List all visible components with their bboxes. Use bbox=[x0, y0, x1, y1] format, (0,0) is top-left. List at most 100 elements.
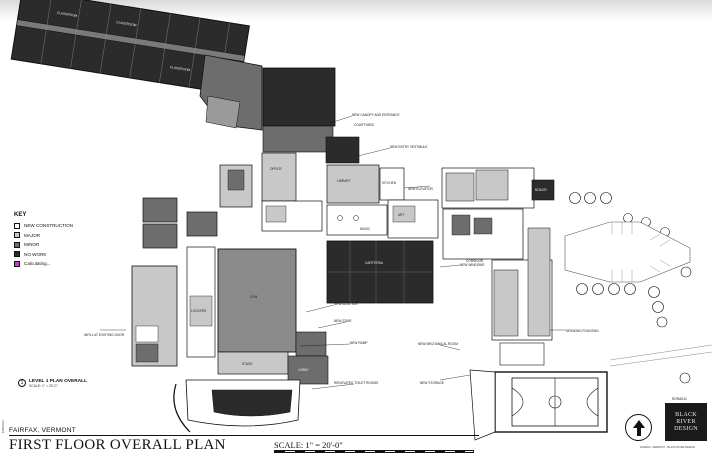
label-gym: GYM bbox=[250, 295, 258, 299]
callout-10: NEW STORAGE bbox=[420, 381, 444, 385]
stage-room bbox=[217, 351, 289, 375]
label-music: MUSIC bbox=[360, 227, 371, 231]
library-room bbox=[326, 164, 380, 204]
new-gym-connector bbox=[469, 369, 496, 441]
new-gym-court bbox=[494, 371, 608, 433]
callout-6: NEW RAMP bbox=[350, 341, 368, 345]
courtyard-dark-room bbox=[325, 136, 360, 164]
classroom-west-1 bbox=[142, 197, 178, 223]
legend-swatch-minor bbox=[14, 241, 20, 248]
plan-reference: 1 LEVEL 1 PLAN OVERALL SCALE: 1" = 20'-0… bbox=[18, 379, 87, 388]
legend-item-major: MAJOR bbox=[14, 231, 104, 241]
label-lockers: LOCKERS bbox=[191, 309, 206, 313]
legend-item-calculating: Calculating... bbox=[14, 259, 104, 269]
wing-label-classroom: CLASSROOM bbox=[57, 11, 78, 18]
legend-label: MAJOR bbox=[24, 232, 41, 238]
legend-swatch-calculating bbox=[14, 260, 20, 267]
east-stair bbox=[499, 342, 545, 366]
lobby-entry bbox=[287, 355, 329, 385]
corridor-inner-minor bbox=[265, 205, 287, 223]
callout-2: NEW ENTRY VESTIBULE bbox=[390, 145, 427, 149]
callout-leaders bbox=[100, 115, 566, 390]
site-path-east bbox=[609, 344, 712, 367]
auditorium-curved-wall bbox=[173, 383, 191, 433]
legend-swatch-major bbox=[14, 232, 20, 239]
north-arrow-icon bbox=[625, 414, 652, 441]
parking-stripes bbox=[611, 222, 671, 282]
kitchen-room bbox=[379, 167, 405, 201]
sheet-side-mark: EDRA011 bbox=[1, 420, 5, 434]
wing-label-classroom-2: CLASSROOM bbox=[116, 20, 137, 27]
north-arrow-glyph-icon bbox=[632, 419, 645, 436]
small-room-west bbox=[186, 211, 218, 237]
tree-15 bbox=[679, 372, 691, 384]
label-art: ART bbox=[398, 213, 404, 217]
west-wing-inner-1 bbox=[135, 325, 159, 343]
sheet-scale: SCALE: 1" = 20'-0" bbox=[274, 440, 343, 450]
court-center-circle bbox=[548, 395, 562, 409]
tree-11 bbox=[680, 266, 692, 278]
legend-item-minor: MINOR bbox=[14, 240, 104, 250]
lockers-minor bbox=[189, 295, 213, 327]
legend-label: Calculating... bbox=[24, 261, 51, 267]
court-key-right bbox=[586, 387, 599, 417]
legend-swatch-new-construction bbox=[14, 222, 20, 229]
office-suite bbox=[261, 152, 297, 202]
tree-5 bbox=[592, 283, 604, 295]
callout-9: NEW MECHANICAL ROOM bbox=[418, 342, 458, 346]
wing-label-classroom-3: CLASSROOM bbox=[170, 65, 191, 72]
legend-item-no-work: NO WORK bbox=[14, 250, 104, 260]
east-wing-room-2 bbox=[527, 227, 551, 337]
site-trees bbox=[569, 192, 692, 384]
label-library: LIBRARY bbox=[337, 179, 351, 183]
firm-logo-line-1: BLACK bbox=[675, 411, 697, 418]
plan-reference-number: 1 bbox=[18, 379, 26, 387]
northwest-wing: CLASSROOM CLASSROOM CLASSROOM bbox=[10, 0, 250, 96]
wing-room-grid bbox=[40, 0, 230, 92]
east-minor-room-1 bbox=[445, 172, 475, 202]
sheet-number: EDRA011 bbox=[672, 397, 687, 401]
label-courtyard: COURTYARD bbox=[354, 123, 375, 127]
gym-room bbox=[217, 248, 297, 353]
tree-1 bbox=[569, 192, 581, 204]
small-dark-room bbox=[227, 169, 245, 191]
plan-reference-title: LEVEL 1 PLAN OVERALL bbox=[29, 379, 88, 384]
wing-connector-stairs bbox=[205, 95, 241, 129]
tree-8 bbox=[648, 286, 660, 298]
title-rule bbox=[9, 435, 479, 436]
north-classroom-block bbox=[262, 67, 336, 127]
legend-title: KEY bbox=[14, 212, 27, 218]
callout-7: RENOVATED TOILET ROOMS bbox=[334, 381, 378, 385]
legend-swatch-no-work bbox=[14, 251, 20, 258]
parking-loop bbox=[564, 221, 691, 283]
label-corridor: CORRIDOR bbox=[466, 259, 484, 263]
cafeteria-grid bbox=[327, 241, 433, 303]
east-minor-room-2 bbox=[475, 169, 509, 201]
tree-2 bbox=[584, 192, 596, 204]
sheet-title: FIRST FLOOR OVERALL PLAN bbox=[9, 437, 226, 453]
minor-east-of-gym bbox=[295, 331, 327, 357]
legend-label: MINOR bbox=[24, 242, 40, 248]
label-office: OFFICE bbox=[270, 167, 282, 171]
tree-3 bbox=[600, 192, 612, 204]
label-cafeteria: CAFETERIA bbox=[365, 261, 384, 265]
tree-6 bbox=[608, 283, 620, 295]
plan-reference-scale: SCALE: 1" = 20'-0" bbox=[29, 384, 58, 388]
auditorium-seating bbox=[211, 389, 293, 417]
boiler-room bbox=[531, 179, 555, 201]
project-location: FAIRFAX, VERMONT bbox=[9, 427, 76, 434]
firm-logo-line-2: RIVER bbox=[676, 418, 696, 425]
callout-1: NEW CANOPY AND ENTRANCE bbox=[352, 113, 400, 117]
callout-8: INFILL AT EXISTING DOOR bbox=[84, 333, 125, 337]
title-block-fine-print: FAIRFAX, VERMONT · BLACK RIVER DESIGN bbox=[640, 446, 696, 449]
scale-bar bbox=[274, 450, 474, 453]
callout-12: NEW WINDOWS bbox=[460, 263, 484, 267]
label-stage: STAGE bbox=[242, 362, 253, 366]
toilet-block-2 bbox=[473, 217, 493, 235]
tree-4 bbox=[576, 283, 588, 295]
callout-3: NEW ELEVATOR bbox=[408, 187, 433, 191]
toilet-block-1 bbox=[451, 214, 471, 236]
court-key-left bbox=[511, 387, 524, 417]
